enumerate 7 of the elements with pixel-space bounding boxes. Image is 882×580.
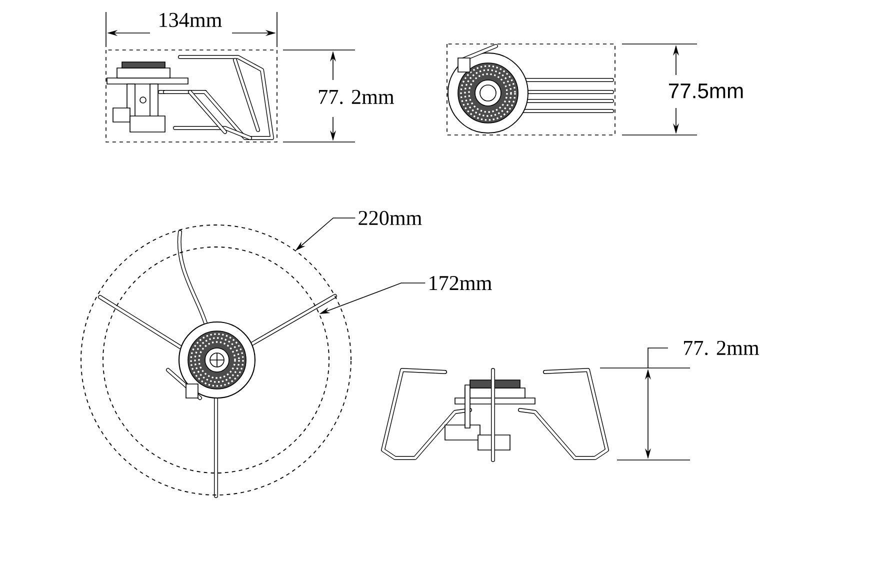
dimension-label: 77. 2mm <box>684 340 760 356</box>
dimension-label: 134mm <box>160 12 222 28</box>
dimension-label: 77.5mm <box>669 84 743 98</box>
dimension-label: 220mm <box>358 210 422 226</box>
dashed-circle <box>102 246 330 474</box>
dimension-label: 172mm <box>430 276 492 290</box>
dimension-label: 77. 2mm <box>319 90 394 104</box>
